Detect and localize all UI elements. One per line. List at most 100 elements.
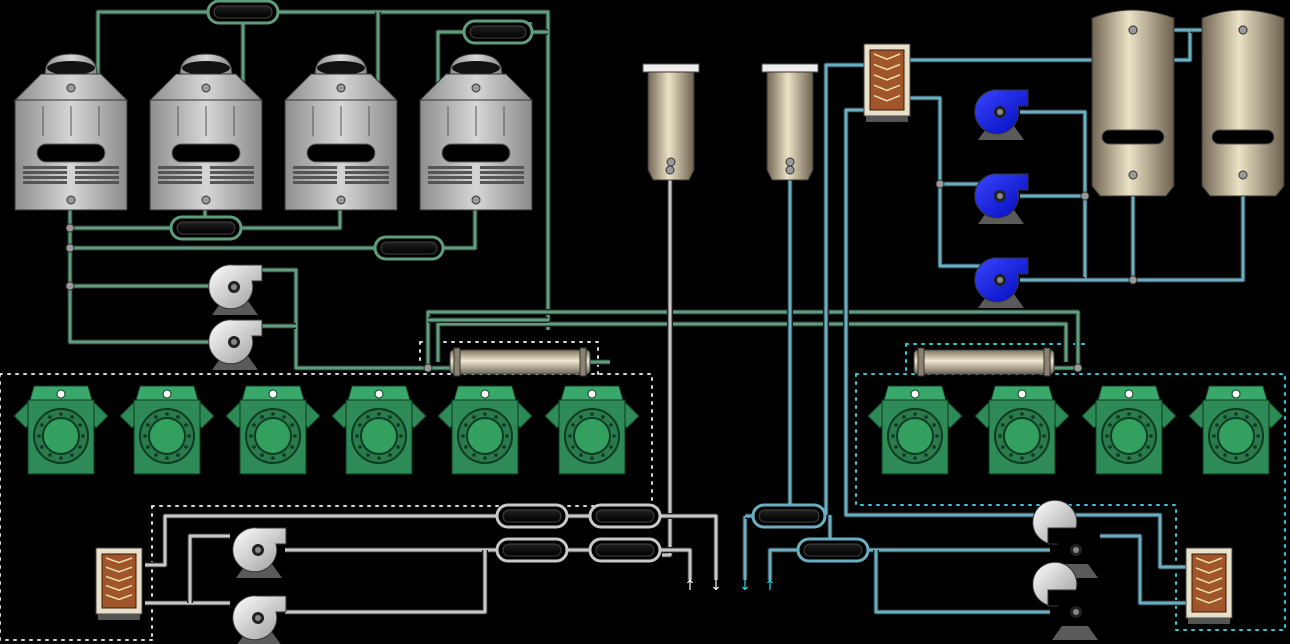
pipe [435,321,1069,362]
compressor [437,385,533,475]
pipe [276,9,551,330]
pipe [662,170,673,558]
pipe-node [201,195,211,205]
valve [462,19,534,45]
compressor [1081,385,1177,475]
loop-pump-2 [1032,561,1098,640]
pipe [145,513,498,568]
pipe [442,200,478,251]
pipe-node [65,281,75,291]
pipe-node [65,223,75,233]
heat-exchanger-right [1185,547,1233,624]
pipe-node [1080,191,1090,201]
valve [796,537,870,563]
expansion-tank [642,63,700,181]
left-bank-boundary [0,373,153,641]
tank-display [1211,129,1275,145]
pipe-node [1128,275,1138,285]
valve [495,537,569,563]
compressor [867,385,963,475]
pipe [285,550,488,615]
pipe-node [471,83,481,93]
pipe [660,513,719,580]
pipe-node [336,195,346,205]
pipe-node [1128,170,1138,180]
chilled-pump-3 [974,257,1029,308]
pump-base [1052,626,1098,640]
pipe [843,500,1188,570]
pipe [1100,533,1188,606]
tank-body [1201,9,1285,197]
flow-arrow: ↓ [739,578,751,594]
pipe-node [336,83,346,93]
pipe-node [1238,170,1248,180]
valve [169,215,243,241]
flow-arrow: ↓ [710,578,722,594]
compressor [331,385,427,475]
condenser-pump-2 [208,319,263,370]
pipe [873,550,1050,615]
compressor [974,385,1070,475]
pipe-node [1073,363,1083,373]
valve [588,503,662,529]
pipe [660,547,693,580]
storage-tank [1091,9,1175,197]
pipe [425,309,1081,371]
compressor [13,385,109,475]
storage-tank [1201,9,1285,197]
pump-volute [1032,499,1078,545]
valve [373,235,445,261]
tank-display [1101,129,1165,145]
compressor [119,385,215,475]
pipe [260,267,452,371]
left-header-drum [449,347,591,377]
pipe [187,533,230,603]
pipe-node [666,157,676,167]
chilled-pump-2 [974,173,1029,224]
pipe-node [1128,25,1138,35]
chilled-pump-1 [974,89,1029,140]
flow-arrow: ↑ [764,578,776,594]
pump-volute [1032,561,1078,607]
heat-exchanger-left [95,547,143,620]
pipe-node [201,83,211,93]
tower-display [441,143,511,163]
process-pump-1 [232,527,287,578]
compressor [225,385,321,475]
cooling-tower [13,53,129,211]
cooling-tower [148,53,264,211]
right-header-drum [913,347,1055,377]
tower-display [306,143,376,163]
pipe-node [935,179,945,189]
pipe-node [785,157,795,167]
tower-display [171,143,241,163]
valve [206,0,280,25]
expansion-tank [761,63,819,181]
compressor [1188,385,1284,475]
pipe-node [423,363,433,373]
pipe-node [1238,25,1248,35]
valve [751,503,827,529]
compressor [544,385,640,475]
pipe [767,547,800,580]
valve [588,537,662,563]
tower-display [36,143,106,163]
left-bank-boundary [0,373,653,501]
valve [495,503,569,529]
tank-body [647,71,695,181]
pipe-node [66,195,76,205]
flow-arrow: ↑ [684,578,696,594]
pipe-node [471,195,481,205]
pipe-node [66,83,76,93]
pipe [823,62,866,515]
pipe-node [665,165,675,175]
pipe [843,107,866,500]
pipe-node [785,165,795,175]
tank-body [1091,9,1175,197]
heat-exchanger-top [863,43,911,122]
pipe-node [65,243,75,253]
process-pump-2 [232,595,287,644]
tank-body [766,71,814,181]
